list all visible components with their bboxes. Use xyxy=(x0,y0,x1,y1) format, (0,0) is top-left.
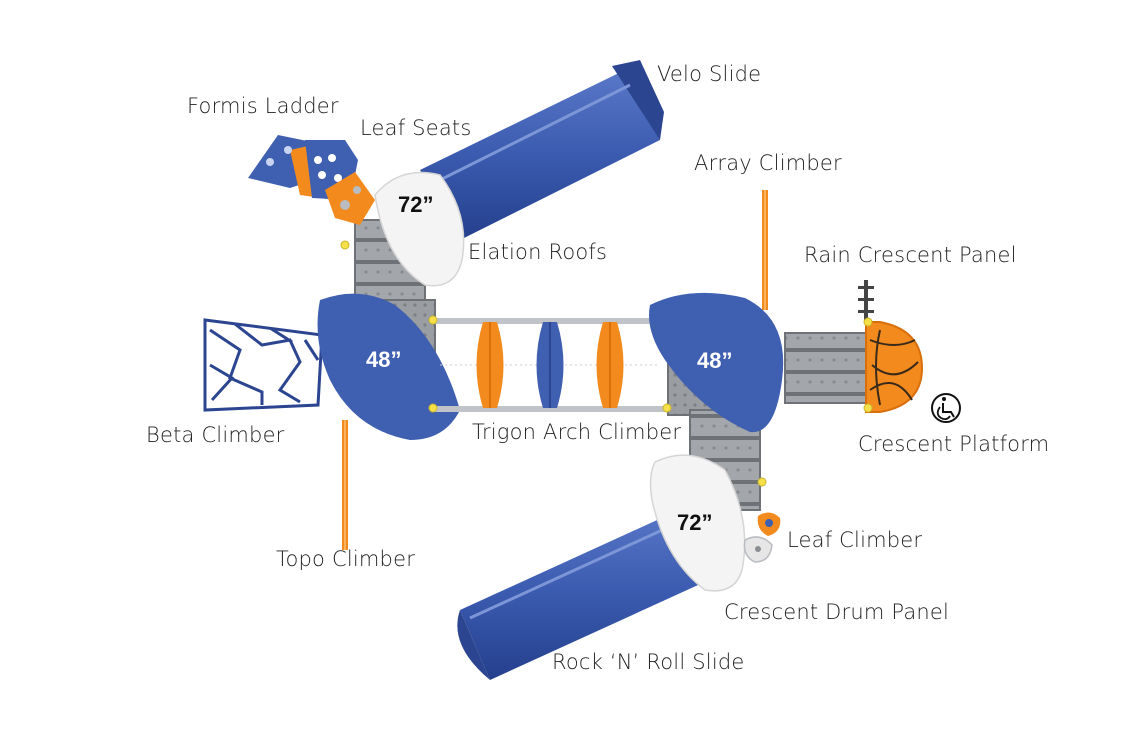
velo-slide xyxy=(420,60,664,240)
leaf-climber xyxy=(757,512,781,536)
deck-height-left: 48” xyxy=(366,347,401,372)
label-topo-climber: Topo Climber xyxy=(276,547,416,571)
leaf-seats xyxy=(325,172,375,225)
rock-n-roll-slide xyxy=(457,505,720,680)
yellow-connectors xyxy=(340,240,873,487)
rain-crescent-panel xyxy=(858,280,874,320)
formis-ladder xyxy=(248,135,358,200)
deck-height-top-left: 72” xyxy=(398,192,433,217)
label-beta-climber: Beta Climber xyxy=(146,423,285,447)
label-elation-roofs: Elation Roofs xyxy=(468,240,608,264)
elation-roof-right xyxy=(649,292,784,433)
trigon-arch-climber xyxy=(435,318,665,412)
deck-height-right: 48” xyxy=(697,348,732,373)
label-leaf-climber: Leaf Climber xyxy=(787,528,923,552)
label-velo-slide: Velo Slide xyxy=(657,62,762,86)
elation-roof-left xyxy=(317,293,460,440)
label-crescent-platform: Crescent Platform xyxy=(858,432,1050,456)
deck-height-bottom: 72” xyxy=(677,510,712,535)
array-climber xyxy=(762,190,768,310)
label-rain-crescent-panel: Rain Crescent Panel xyxy=(804,243,1017,267)
label-array-climber: Array Climber xyxy=(694,151,842,175)
label-trigon-arch-climber: Trigon Arch Climber xyxy=(472,420,682,444)
topo-climber xyxy=(342,420,348,550)
label-rock-n-roll-slide: Rock ‘N’ Roll Slide xyxy=(552,650,745,674)
wheelchair-accessible-icon xyxy=(931,393,961,423)
label-formis-ladder: Formis Ladder xyxy=(187,94,339,118)
crescent-drum-panel xyxy=(743,536,773,563)
beta-climber xyxy=(203,318,324,412)
crescent-platform xyxy=(865,321,924,413)
elation-roof-upper xyxy=(374,171,465,287)
elation-roof-lower xyxy=(649,454,746,592)
label-leaf-seats: Leaf Seats xyxy=(360,116,472,140)
label-crescent-drum-panel: Crescent Drum Panel xyxy=(724,600,950,624)
